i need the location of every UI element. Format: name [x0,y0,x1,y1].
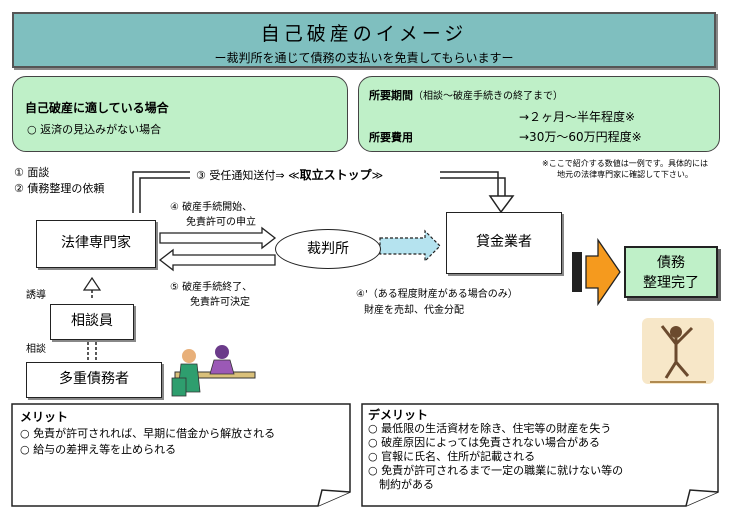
distribution-arrow [379,229,441,263]
filing-arrow [159,226,277,250]
lawyer-node: 法律専門家 [36,220,156,268]
demerits-item-1: ○ 最低限の生活資材を除き、住宅等の財産を失う [368,422,612,435]
period-label: 所要期間 [369,89,413,102]
demerits-item-4: ○ 免責が許可されるまで一定の職業に就けない等の [368,464,624,477]
footnote: ※ここで紹介する数値は一例です。具体的には 地元の法律専門家に確認して下さい。 [520,158,730,180]
period-row: 所要期間（相談～破産手続きの終了まで） [369,87,563,103]
step-4-label-2: 免責許可の申立 [186,217,256,228]
step-5-label-1: ⑤ 破産手続終了、 [170,282,253,293]
merits-content: メリット ○ 免責が許可されれば、早期に借金から解放される ○ 給与の差押え等を… [20,408,350,457]
induce-label: 誘導 [26,290,46,301]
notice-connector [132,171,515,214]
step-2-label: ② 債務整理の依頼 [14,182,105,195]
requirements-box: 所要期間（相談～破産手続きの終了まで） →２ヶ月～半年程度※ 所要費用 →30万… [358,76,720,152]
step-1-label: ① 面談 [14,166,50,179]
cost-label: 所要費用 [369,131,413,144]
step-4-label-1: ④ 破産手続開始、 [170,202,253,213]
demerits-frame [361,403,719,507]
celebration-illustration [642,318,714,384]
court-node: 裁判所 [275,229,381,269]
demerits-item-2: ○ 破産原因によっては免責されない場合がある [368,436,600,449]
demerits-item-5: 制約がある [368,478,434,491]
page-title: 自己破産のイメージ [260,23,468,45]
counselor-node: 相談員 [50,304,134,340]
complete-arrow [572,237,621,307]
merits-item-1: ○ 免責が許可されれば、早期に借金から解放される [20,427,276,440]
step-3-text: ③ 受任通知送付⇒ ≪ [196,169,300,182]
demerits-heading: デメリット [368,408,429,422]
lender-node: 貸金業者 [446,212,562,274]
induce-arrow [82,276,102,298]
cost-value: →30万～60万円程度※ [519,130,642,144]
suitable-item: ○ 返済の見込みがない場合 [27,123,162,136]
completion-node: 債務 整理完了 [624,246,718,298]
discharge-arrow [158,248,276,272]
step-3-stop: 取立ストップ [299,168,372,182]
merits-frame [11,403,351,507]
demerits-item-3: ○ 官報に氏名、住所が記載される [368,450,536,463]
consultation-illustration [171,345,256,397]
step-3-label: ③ 受任通知送付⇒ ≪取立ストップ≫ [196,166,383,183]
consult-label: 相談 [26,344,46,355]
completion-line-2: 整理完了 [643,275,699,291]
completion-line-1: 債務 [657,255,685,271]
footnote-line-1: ※ここで紹介する数値は一例です。具体的には [542,159,708,168]
page-subtitle: ー裁判所を通じて債務の支払いを免責してもらいますー [214,51,514,65]
merits-item-2: ○ 給与の差押え等を止められる [20,443,177,456]
suitable-case-box: 自己破産に適している場合 ○ 返済の見込みがない場合 [12,76,348,152]
consult-link [87,342,97,360]
suitable-heading: 自己破産に適している場合 [25,101,169,115]
step-4p-label-1: ④'（ある程度財産がある場合のみ） [356,289,518,300]
debtor-node: 多重債務者 [26,362,162,398]
step-5-label-2: 免責許可決定 [190,297,250,308]
step-4p-label-2: 財産を売却、代金分配 [364,305,464,316]
title-banner: 自己破産のイメージ ー裁判所を通じて債務の支払いを免責してもらいますー [12,12,716,68]
demerits-content: デメリット ○ 最低限の生活資材を除き、住宅等の財産を失う ○ 破産原因によって… [368,408,716,492]
step-3-end: ≫ [371,169,384,182]
merits-heading: メリット [20,410,69,424]
period-value: →２ヶ月～半年程度※ [519,110,636,124]
footnote-line-2: 地元の法律専門家に確認して下さい。 [557,170,693,179]
period-note: （相談～破産手続きの終了まで） [413,91,563,102]
